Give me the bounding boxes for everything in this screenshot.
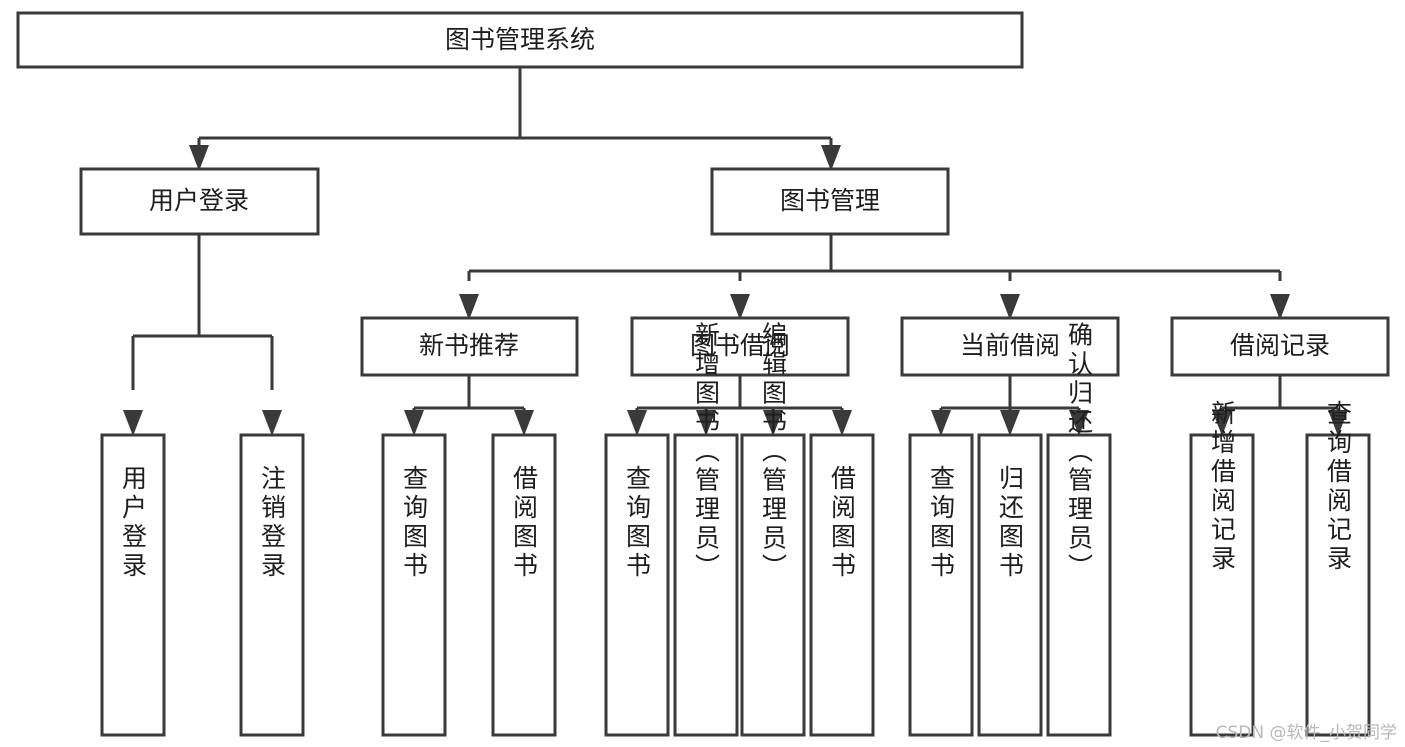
arrow-root-to-user-login <box>189 145 209 171</box>
arrow-nbr-leaf-2 <box>514 410 534 436</box>
node-current-borrow[interactable]: 当前借阅 <box>900 316 1120 377</box>
node-root[interactable]: 图书管理系统 <box>16 11 1024 69</box>
leaf-add-book-label: 新增图书（管理员） <box>692 322 721 583</box>
leaf-confirm-return-label: 确认归还（管理员） <box>1065 322 1094 583</box>
node-new-book-recommend-label: 新书推荐 <box>419 331 519 360</box>
leaf-user-logout[interactable]: 注销登录 <box>239 433 305 737</box>
leaf-add-book[interactable]: 新增图书（管理员） <box>673 322 739 737</box>
arrow-cb-leaf-1 <box>931 410 951 436</box>
arrow-bb-leaf-4 <box>832 410 852 436</box>
leaf-user-login[interactable]: 用户登录 <box>100 433 166 737</box>
leaf-query-record[interactable]: 查询借阅记录 <box>1305 400 1371 737</box>
leaf-add-record[interactable]: 新增借阅记录 <box>1189 400 1255 737</box>
arrow-root-to-book-manage <box>821 145 841 171</box>
arrow-user-login-leaf-1 <box>123 410 143 436</box>
leaf-query-book-1-label: 查询图书 <box>400 465 429 581</box>
node-book-borrow-label: 图书借阅 <box>690 331 790 360</box>
connector-layer <box>123 67 1348 436</box>
node-new-book-recommend[interactable]: 新书推荐 <box>360 316 579 377</box>
leaf-edit-book-label: 编辑图书（管理员） <box>759 322 788 583</box>
leaf-query-book-1[interactable]: 查询图书 <box>381 433 447 737</box>
node-user-login[interactable]: 用户登录 <box>79 167 320 236</box>
node-user-login-label: 用户登录 <box>149 186 249 215</box>
leaf-query-book-3-label: 查询图书 <box>927 465 956 581</box>
arrow-bb-leaf-1 <box>627 410 647 436</box>
arrow-nbr-leaf-1 <box>404 410 424 436</box>
arrow-cb-leaf-2 <box>1000 410 1020 436</box>
leaf-query-book-2[interactable]: 查询图书 <box>604 433 670 737</box>
node-current-borrow-label: 当前借阅 <box>960 331 1060 360</box>
leaf-return-book-label: 归还图书 <box>996 465 1025 581</box>
leaf-confirm-return[interactable]: 确认归还（管理员） <box>1046 322 1112 737</box>
node-root-label: 图书管理系统 <box>445 25 595 54</box>
arrow-bm-to-borrow-record <box>1270 294 1290 320</box>
leaf-borrow-book-2-label: 借阅图书 <box>828 465 857 581</box>
leaf-user-logout-label: 注销登录 <box>258 465 287 581</box>
leaf-return-book[interactable]: 归还图书 <box>977 433 1043 737</box>
node-book-manage-label: 图书管理 <box>780 186 880 215</box>
node-borrow-record-label: 借阅记录 <box>1230 331 1330 360</box>
arrow-bm-to-new-book-recommend <box>459 294 479 320</box>
arrow-bm-to-current-borrow <box>1000 294 1020 320</box>
leaf-borrow-book-1[interactable]: 借阅图书 <box>491 433 557 737</box>
leaf-query-record-label: 查询借阅记录 <box>1324 400 1353 574</box>
leaf-query-book-2-label: 查询图书 <box>623 465 652 581</box>
node-book-manage[interactable]: 图书管理 <box>710 167 950 236</box>
leaf-borrow-book-2[interactable]: 借阅图书 <box>809 433 875 737</box>
node-book-borrow[interactable]: 图书借阅 <box>630 316 850 377</box>
arrow-user-login-leaf-2 <box>262 410 282 436</box>
leaf-borrow-book-1-label: 借阅图书 <box>510 465 539 581</box>
leaf-query-book-3[interactable]: 查询图书 <box>908 433 974 737</box>
csdn-watermark: CSDN @软件_小贺同学 <box>1215 723 1397 743</box>
leaf-edit-book[interactable]: 编辑图书（管理员） <box>740 322 806 737</box>
leaf-user-login-label: 用户登录 <box>119 465 148 581</box>
arrow-bm-to-book-borrow <box>730 294 750 320</box>
node-borrow-record[interactable]: 借阅记录 <box>1170 316 1390 377</box>
leaf-add-record-label: 新增借阅记录 <box>1208 400 1237 574</box>
